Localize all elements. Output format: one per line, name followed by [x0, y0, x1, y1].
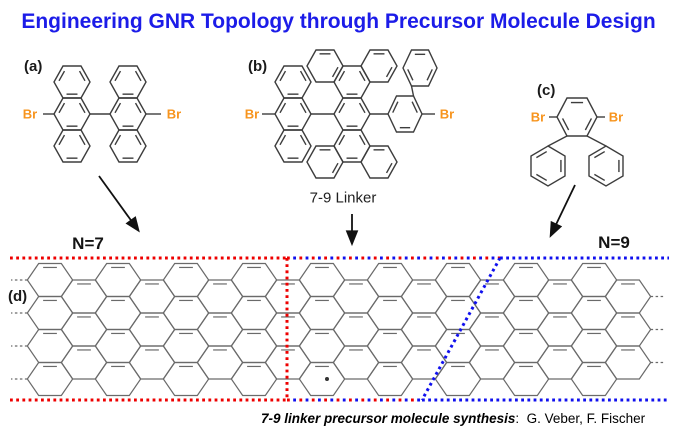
molecule-a-structure	[43, 65, 161, 163]
bromine-label-c-left: Br	[530, 109, 546, 125]
molecule-c-structure	[530, 97, 624, 187]
credit-line: 7-9 linker precursor molecule synthesis:…	[261, 411, 645, 426]
panel-b-label: (b)	[248, 58, 268, 75]
arrow-c	[549, 184, 576, 238]
reaction-arrows	[98, 175, 576, 247]
gnr-continuation-stubs	[11, 279, 665, 380]
bromine-label-b-left: Br	[244, 106, 260, 122]
n7-width-label: N=7	[72, 234, 104, 253]
gnr-ribbon-structure	[26, 262, 652, 397]
bromine-label-a-left: Br	[22, 106, 38, 122]
arrow-a	[98, 175, 140, 233]
credit-emphasis: 7-9 linker precursor molecule synthesis	[261, 411, 516, 426]
n9-width-label: N=9	[598, 233, 630, 252]
panel-a-label: (a)	[24, 58, 43, 75]
bromine-label-b-right: Br	[439, 106, 455, 122]
panel-d-label: (d)	[8, 288, 28, 305]
segment-boundary-dots	[10, 256, 669, 402]
panel-c-label: (c)	[537, 82, 556, 99]
linker-caption: 7-9 Linker	[309, 189, 377, 207]
bromine-label-a-right: Br	[166, 106, 182, 122]
credit-names: : G. Veber, F. Fischer	[515, 411, 646, 426]
bromine-label-c-right: Br	[608, 109, 624, 125]
molecule-b-structure	[262, 49, 438, 179]
slide-title: Engineering GNR Topology through Precurs…	[21, 10, 656, 33]
